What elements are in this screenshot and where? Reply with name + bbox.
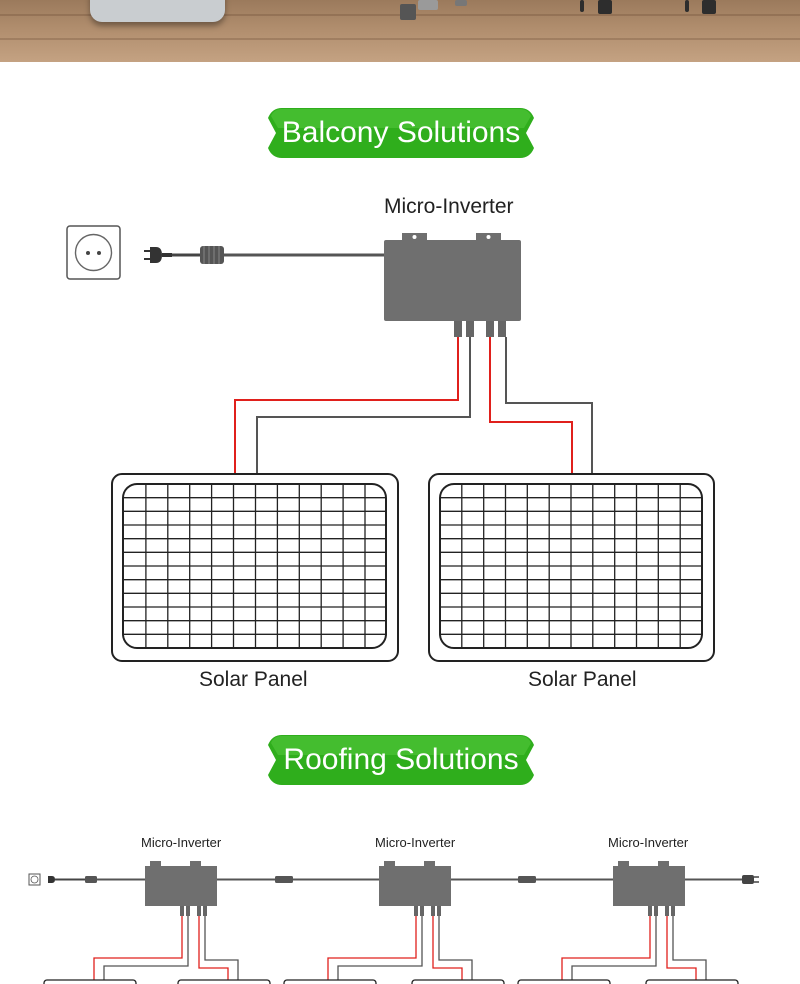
roof-wall-socket-icon <box>28 873 41 886</box>
screw-photo <box>455 0 467 6</box>
section-banner-roofing: Roofing Solutions <box>268 733 534 787</box>
roof-micro-inverter-label-1: Micro-Inverter <box>141 835 222 850</box>
roof-micro-inverter-1 <box>93 861 239 984</box>
solar-panel-label-left: Solar Panel <box>199 668 308 691</box>
roof-micro-inverter-2 <box>327 861 473 984</box>
micro-inverter-unit <box>384 233 521 337</box>
ac-plug-icon <box>144 247 172 263</box>
cable-connector-photo <box>580 0 584 12</box>
bracket-photo <box>418 0 438 10</box>
dc-wires <box>234 337 593 474</box>
roof-micro-inverter-label-2: Micro-Inverter <box>375 835 456 850</box>
cable-connector-photo <box>598 0 612 14</box>
inverter-box-photo <box>90 0 225 22</box>
roof-ac-trunk-cable <box>48 875 759 884</box>
solar-panel-label-right: Solar Panel <box>528 668 637 691</box>
cable-connector-photo <box>685 0 689 12</box>
balcony-title: Balcony Solutions <box>281 116 521 149</box>
solar-panel-left <box>111 473 399 662</box>
roofing-title: Roofing Solutions <box>283 743 519 776</box>
wall-socket-icon <box>66 225 121 280</box>
ac-cable <box>172 246 384 264</box>
roof-micro-inverter-label-3: Micro-Inverter <box>608 835 689 850</box>
cable-connector-photo <box>702 0 716 14</box>
section-banner-balcony: Balcony Solutions <box>268 106 534 160</box>
roof-solar-panels <box>43 979 739 984</box>
micro-inverter-label: Micro-Inverter <box>384 195 514 218</box>
solar-panel-right <box>428 473 715 662</box>
connector-photo <box>400 4 416 20</box>
product-photo-strip <box>0 0 800 62</box>
roof-micro-inverter-3 <box>561 861 707 984</box>
